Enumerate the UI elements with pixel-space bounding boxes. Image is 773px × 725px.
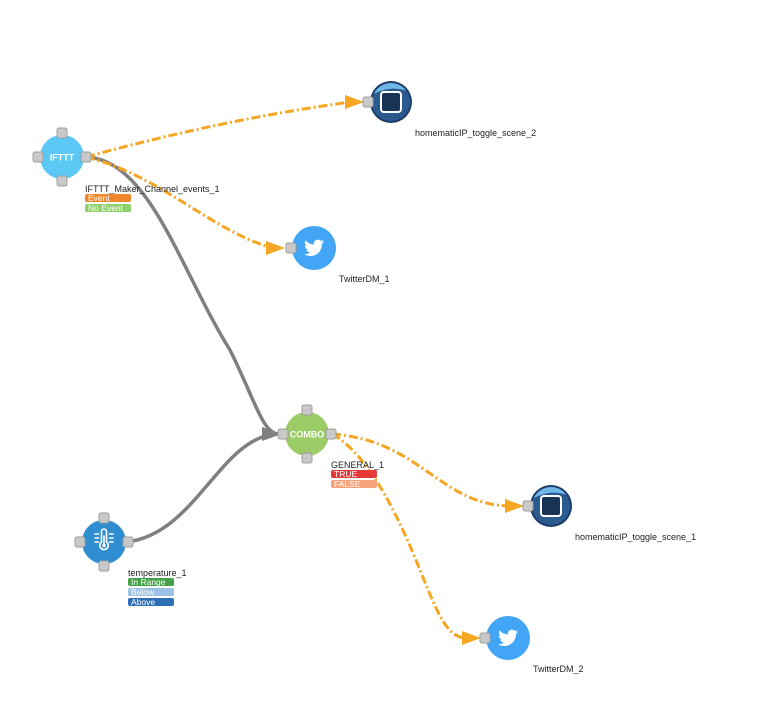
tag-event-label: Event [88, 193, 110, 203]
node-ifttt[interactable]: IFTTT IFTTT_Maker_Channel_events_1 Event… [32, 127, 220, 213]
tag-above-label: Above [131, 597, 155, 607]
arrowhead-homematic1 [505, 499, 524, 513]
temperature-node-label: temperature_1 [128, 568, 187, 578]
node-combo[interactable]: COMBO GENERAL_1 TRUE FALSE [277, 404, 384, 489]
edge-ifttt-combo[interactable] [85, 155, 279, 436]
edges [85, 95, 524, 645]
port-right[interactable] [122, 536, 134, 548]
port-left[interactable] [522, 500, 534, 512]
tag-true [331, 470, 377, 478]
ifttt-icon: IFTTT [50, 153, 75, 163]
port-left[interactable] [32, 151, 44, 163]
arrowhead-homematic2 [345, 95, 364, 109]
node-homematic1[interactable]: homematicIP_toggle_scene_1 [522, 485, 696, 542]
homematic2-node-label: homematicIP_toggle_scene_2 [415, 128, 536, 138]
tag-false [331, 480, 377, 488]
port-top[interactable] [56, 127, 68, 139]
homematic-icon [372, 83, 410, 121]
port-left[interactable] [362, 96, 374, 108]
port-bottom[interactable] [98, 560, 110, 572]
twitter-bird-icon [304, 239, 324, 256]
node-homematic2[interactable]: homematicIP_toggle_scene_2 [362, 81, 536, 138]
port-top[interactable] [98, 512, 110, 524]
node-temperature[interactable]: temperature_1 In Range Below Above [74, 512, 187, 607]
tag-in-range [128, 578, 174, 586]
port-right[interactable] [325, 428, 337, 440]
tag-below [128, 588, 174, 596]
tag-above [128, 598, 174, 606]
thermometer-icon [94, 528, 114, 551]
tag-event [85, 194, 131, 202]
node-twitter1[interactable]: TwitterDM_1 [285, 226, 390, 284]
tag-true-label: TRUE [334, 469, 357, 479]
node-twitter2[interactable]: TwitterDM_2 [479, 616, 584, 674]
edge-temperature-combo[interactable] [125, 432, 277, 544]
tag-no-event [85, 204, 131, 212]
port-bottom[interactable] [56, 175, 68, 187]
port-right[interactable] [80, 151, 92, 163]
arrowhead-twitter1 [266, 241, 285, 255]
edge-combo-homematic1[interactable] [331, 432, 511, 508]
homematic-icon [532, 487, 570, 525]
port-left[interactable] [74, 536, 86, 548]
arrowhead-twitter2 [462, 631, 481, 645]
tag-false-label: FALSE [334, 479, 361, 489]
port-left[interactable] [277, 428, 289, 440]
port-left[interactable] [285, 242, 297, 254]
combo-node-label: GENERAL_1 [331, 460, 384, 470]
port-top[interactable] [301, 404, 313, 416]
combo-icon: COMBO [290, 430, 325, 440]
arrowhead-combo-solid [262, 427, 282, 441]
twitter2-node-label: TwitterDM_2 [533, 664, 584, 674]
homematic1-node-label: homematicIP_toggle_scene_1 [575, 532, 696, 542]
port-left[interactable] [479, 632, 491, 644]
edge-combo-twitter2[interactable] [331, 432, 467, 640]
tag-no-event-label: No Event [88, 203, 124, 213]
ifttt-node-label: IFTTT_Maker_Channel_events_1 [85, 184, 220, 194]
ifttt-node-circle[interactable] [40, 135, 84, 179]
edge-ifttt-twitter1[interactable] [85, 155, 273, 250]
twitter-bird-icon [498, 629, 518, 646]
tag-below-label: Below [131, 587, 155, 597]
edge-ifttt-homematic2[interactable] [85, 100, 351, 159]
port-bottom[interactable] [301, 452, 313, 464]
twitter1-node-label: TwitterDM_1 [339, 274, 390, 284]
combo-node-circle[interactable] [285, 412, 329, 456]
tag-in-range-label: In Range [131, 577, 166, 587]
